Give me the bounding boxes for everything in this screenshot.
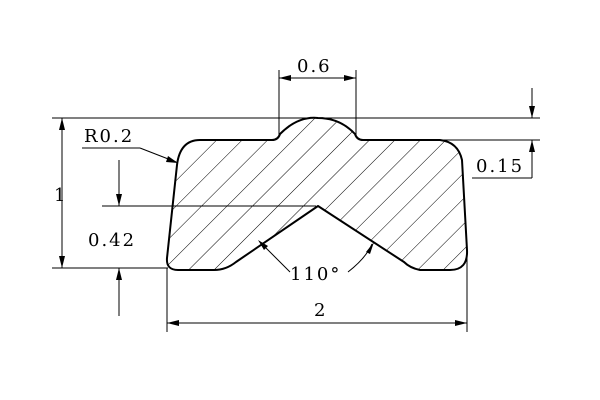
dim-base-width-label: 2 [314,300,327,321]
dim-groove-angle: 110° [258,240,374,285]
dim-total-height-label: 1 [54,185,67,206]
dim-fillet-radius: R0.2 [82,126,178,163]
dim-fillet-radius-label: R0.2 [84,126,134,147]
dim-groove-height: 0.42 [88,160,316,316]
dim-base-width: 2 [166,254,468,332]
dim-total-height: 1 [52,118,168,269]
profile-section [165,116,469,271]
dim-groove-height-label: 0.42 [88,230,136,251]
dim-top-width-label: 0.6 [297,56,332,77]
dim-top-width: 0.6 [278,56,357,136]
dim-groove-angle-label: 110° [290,264,341,285]
dim-bump-height-label: 0.15 [476,156,524,177]
dim-bump-height: 0.15 [472,88,535,179]
